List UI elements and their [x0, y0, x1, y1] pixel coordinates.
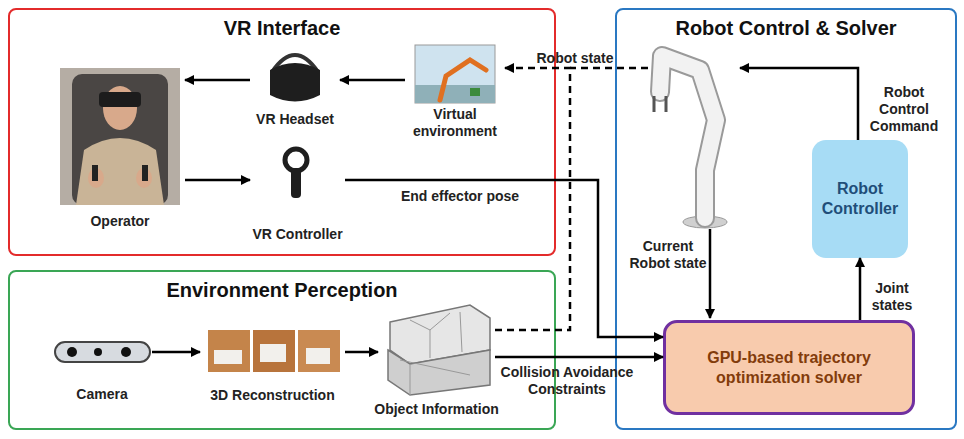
node-label: 3D Reconstruction — [210, 387, 334, 404]
robot-gripper — [654, 96, 666, 112]
virtual-floor — [415, 85, 495, 103]
operator-headset — [99, 92, 141, 107]
group-box: Environment PerceptionCamera 3D Reconstru… — [8, 270, 556, 430]
component-node: Object Information — [378, 300, 495, 418]
operator-hand — [88, 168, 104, 188]
headset-strap — [272, 55, 318, 72]
recon-frame — [253, 330, 295, 372]
signal-label: Robot state — [530, 50, 620, 67]
node-label: Virtual environment — [405, 106, 505, 140]
controller-handle — [291, 168, 301, 198]
node-label: VR Headset — [256, 111, 334, 128]
process-box: GPU-based trajectory optimization solver — [663, 320, 915, 415]
robot-state-wire — [570, 67, 648, 70]
component-node: Virtual environment — [405, 42, 505, 140]
connector-arrow — [185, 79, 250, 82]
operator-photo — [60, 68, 180, 205]
recon-sofa — [260, 344, 286, 362]
chair — [72, 74, 168, 205]
process-box: Robot Controller — [812, 140, 908, 258]
virtual-scene — [415, 45, 495, 103]
connector-arrow — [152, 351, 200, 354]
connector-arrow — [495, 356, 663, 359]
robot-arm-outline — [660, 56, 716, 218]
connector-arrow — [345, 351, 378, 354]
controller-ring — [285, 149, 307, 171]
connector-arrow — [185, 179, 250, 182]
control-command-wire — [740, 68, 858, 140]
group-box: VR InterfaceOperator VR Headset Virtual en… — [8, 8, 556, 256]
edge-label: End effector pose — [385, 188, 535, 205]
group-title: Environment Perception — [10, 279, 554, 302]
group-box: Robot Control & SolverRobot ControllerGP… — [615, 8, 957, 430]
robot-base — [683, 216, 727, 228]
node-label: Operator — [90, 213, 149, 230]
handheld-controller — [142, 165, 148, 181]
camera-lens — [67, 347, 77, 357]
node-label: Robot Controller — [812, 175, 908, 223]
operator-head — [103, 86, 137, 130]
operator-hand — [136, 168, 152, 188]
group-title: VR Interface — [10, 17, 554, 40]
virtual-arm — [440, 60, 486, 100]
recon-frame — [298, 330, 340, 372]
robot-arm — [660, 56, 716, 218]
connector-arrow — [859, 258, 862, 320]
camera-lens — [121, 347, 131, 357]
operator-body — [76, 138, 164, 205]
edge-label: Joint states — [866, 280, 918, 314]
object-mesh — [390, 305, 490, 364]
component-node: VR Controller — [250, 145, 345, 243]
edge-label: Collision Avoidance Constraints — [492, 364, 642, 398]
handheld-controller — [92, 165, 98, 181]
node-label: Object Information — [374, 401, 498, 418]
recon-sofa — [306, 348, 330, 364]
current-state-wire — [709, 229, 712, 318]
node-label: Camera — [76, 386, 127, 403]
headset-icon — [270, 63, 320, 102]
recon-sofa — [214, 350, 242, 364]
component-node: Operator — [55, 62, 185, 230]
recon-frame — [208, 330, 250, 372]
node-label: VR Controller — [252, 226, 342, 243]
connector-arrow — [340, 79, 405, 82]
component-node: VR Headset — [250, 52, 340, 128]
component-node: 3D Reconstruction — [200, 326, 345, 404]
camera-lens — [94, 348, 102, 356]
camera-icon — [55, 342, 150, 362]
object-mesh — [388, 350, 490, 395]
mesh-lines — [400, 312, 470, 395]
node-label: GPU-based trajectory optimization solver — [666, 344, 912, 392]
signal-label: Robot Control Command — [860, 84, 948, 135]
component-node: Camera — [52, 335, 152, 403]
virtual-object — [470, 88, 480, 96]
group-title: Robot Control & Solver — [617, 17, 955, 40]
signal-label: Current Robot state — [626, 238, 710, 272]
